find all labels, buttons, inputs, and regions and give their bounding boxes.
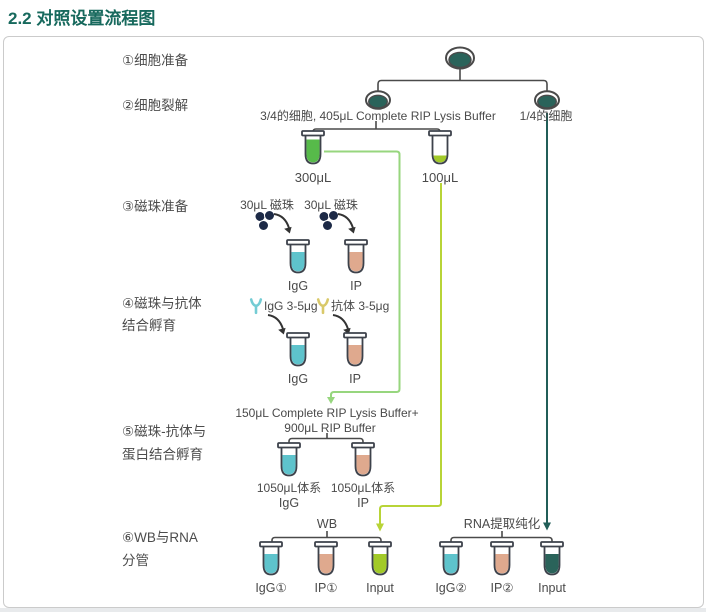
magnetic-beads-icon — [254, 210, 275, 231]
step-label-4-line2: 结合孵育 — [122, 318, 176, 333]
bracket-wb-group — [271, 531, 382, 543]
branch-line-cells — [377, 69, 548, 91]
curved-arrow-icon — [332, 314, 352, 336]
curved-arrow-icon — [267, 314, 287, 336]
system-label-igg-line2: IgG — [278, 496, 300, 510]
tube-icon-rna-ip2 — [490, 541, 514, 576]
tube-icon-ab-igg — [286, 332, 310, 367]
system-label-igg-line1: 1050μL体系 — [256, 481, 322, 495]
step-label-5-line2: 蛋白结合孵育 — [122, 447, 203, 462]
curved-arrow-icon — [273, 213, 293, 235]
petri-dish-icon-one-quarter — [534, 90, 560, 110]
tube-label-wb-input: Input — [366, 581, 394, 595]
step-label-2: ②细胞裂解 — [122, 98, 189, 113]
step-label-6-line2: 分管 — [122, 553, 149, 568]
tube-label-rna-igg2: IgG② — [435, 581, 467, 595]
tube-label-step4-ip: IP — [349, 372, 361, 386]
rna-group-title: RNA提取纯化 — [463, 517, 541, 531]
beads-note-igg: 30μL 磁珠 — [240, 198, 294, 212]
tube-label-step4-igg: IgG — [287, 372, 309, 386]
bracket-rna-group — [450, 531, 553, 543]
antibody-icon-target — [316, 298, 330, 315]
page-bottom-strip — [0, 608, 706, 612]
flow-arrow-100ul-to-wb-input — [376, 183, 442, 532]
step-label-4-line1: ④磁珠与抗体 — [122, 296, 202, 311]
tube-label-step3-igg: IgG — [287, 279, 309, 293]
tube-icon-1050ul-igg — [277, 442, 301, 477]
tube-icon-wb-input — [368, 541, 392, 576]
petri-dish-icon-three-quarter — [365, 90, 391, 110]
tube-icon-1050ul-ip — [351, 442, 375, 477]
step-label-1: ①细胞准备 — [122, 53, 189, 68]
system-label-ip-line1: 1050μL体系 — [330, 481, 396, 495]
lysis-right-note: 1/4的细胞 — [519, 109, 573, 123]
bracket-split-step5 — [288, 433, 364, 444]
tube-icon-wb-ip1 — [314, 541, 338, 576]
tube-icon-rna-input — [540, 541, 564, 576]
tube-label-wb-igg1: IgG① — [255, 581, 287, 595]
page-title: 2.2 对照设置流程图 — [8, 9, 156, 28]
antibody-note-igg: IgG 3-5μg — [264, 299, 318, 313]
system-label-ip-line2: IP — [357, 496, 369, 510]
tube-icon-beads-ip — [344, 239, 368, 274]
step-label-3: ③磁珠准备 — [122, 199, 189, 214]
lysis-left-note: 3/4的细胞, 405μL Complete RIP Lysis Buffer — [260, 109, 496, 123]
buffer-note-line1: 150μL Complete RIP Lysis Buffer+ — [235, 406, 419, 420]
tube-label-300ul: 300μL — [294, 170, 332, 185]
tube-icon-100ul — [428, 130, 452, 165]
step-label-5-line1: ⑤磁珠-抗体与 — [122, 424, 207, 439]
wb-group-title: WB — [316, 517, 338, 531]
tube-icon-wb-igg1 — [259, 541, 283, 576]
beads-note-ip: 30μL 磁珠 — [304, 198, 358, 212]
tube-label-wb-ip1: IP① — [314, 581, 338, 595]
tube-label-step3-ip: IP — [350, 279, 362, 293]
tube-icon-ab-ip — [343, 332, 367, 367]
magnetic-beads-icon — [318, 210, 339, 231]
tube-label-rna-ip2: IP② — [490, 581, 514, 595]
flow-arrow-300ul-to-step5 — [324, 150, 401, 404]
tube-label-rna-input: Input — [538, 581, 566, 595]
step-label-6-line1: ⑥WB与RNA — [122, 530, 198, 545]
curved-arrow-icon — [337, 213, 357, 235]
petri-dish-icon-all-cells — [445, 46, 475, 70]
tube-label-100ul: 100μL — [421, 170, 459, 185]
antibody-icon-igg — [249, 298, 263, 315]
antibody-note-ip: 抗体 3-5μg — [331, 299, 390, 313]
diagram-frame — [3, 36, 704, 608]
tube-icon-300ul — [301, 130, 325, 165]
buffer-note-line2: 900μL RIP Buffer — [284, 421, 376, 435]
tube-icon-rna-igg2 — [439, 541, 463, 576]
flow-arrow-quarter-cells-to-rna-input — [543, 113, 551, 531]
tube-icon-beads-igg — [286, 239, 310, 274]
